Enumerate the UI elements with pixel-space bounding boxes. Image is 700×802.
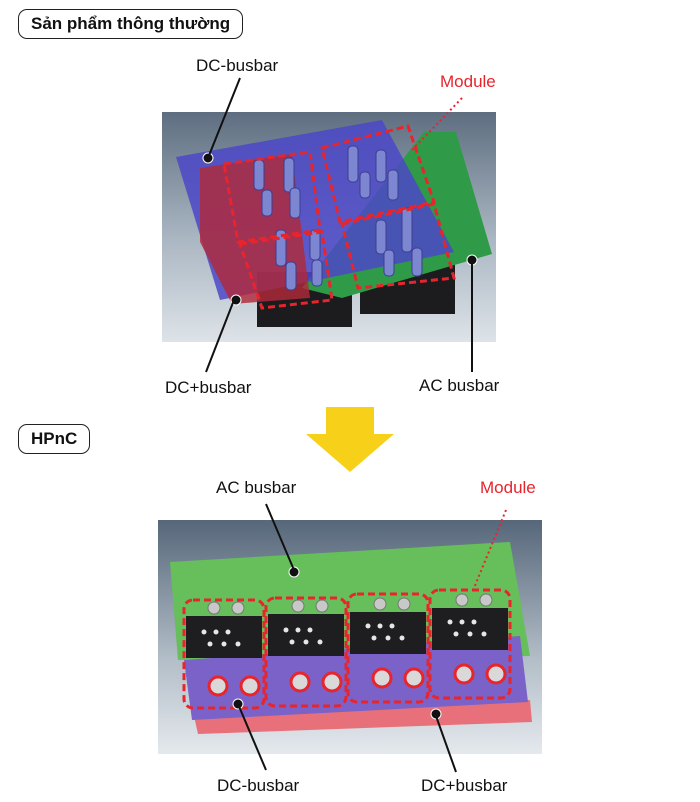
hpnc-product-render bbox=[158, 520, 542, 754]
module-outline bbox=[237, 230, 334, 310]
hpnc-dc-plus-busbar-plate bbox=[194, 700, 532, 734]
section-tag-hpnc: HPnC bbox=[18, 424, 91, 454]
module-outline bbox=[346, 592, 430, 704]
module-outline bbox=[340, 202, 456, 290]
module-outline bbox=[222, 150, 322, 244]
module-outline bbox=[428, 588, 512, 700]
bottom-module-label: Module bbox=[480, 478, 536, 497]
bottom-dc-plus-label: DC+busbar bbox=[421, 776, 508, 795]
top-module-label: Module bbox=[440, 72, 496, 91]
module-outline bbox=[182, 598, 266, 710]
top-dc-plus-label: DC+busbar bbox=[165, 378, 252, 397]
module-outline bbox=[264, 596, 348, 708]
hpnc-dc-plus-marker-dot bbox=[430, 708, 442, 720]
conventional-product-render bbox=[162, 112, 496, 342]
bottom-dc-minus-label: DC-busbar bbox=[217, 776, 300, 795]
bottom-ac-label: AC busbar bbox=[216, 478, 297, 497]
section-tag-conventional: Sản phẩm thông thường bbox=[18, 9, 244, 39]
module-outline bbox=[320, 124, 436, 224]
top-dc-minus-label: DC-busbar bbox=[196, 56, 279, 75]
hpnc-dc-minus-busbar-plate bbox=[184, 636, 528, 720]
top-ac-label: AC busbar bbox=[419, 376, 500, 395]
hpnc-ac-marker-dot bbox=[288, 566, 300, 578]
